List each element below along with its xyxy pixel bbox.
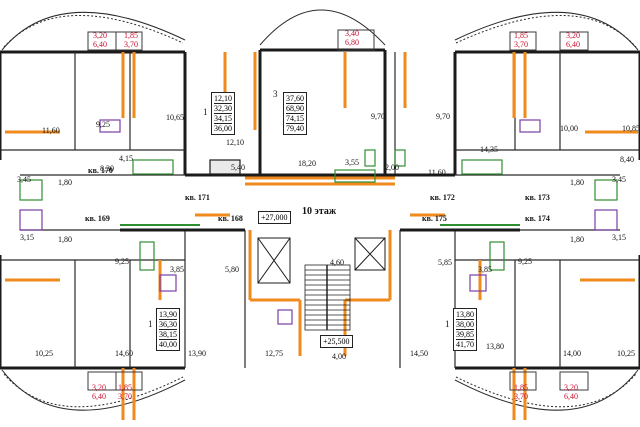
level-mark-lower: +25,500 — [320, 335, 353, 348]
room-area: 11,60 — [42, 126, 60, 135]
apt-label-175: кв. 175 — [422, 214, 447, 223]
room-area: 14,60 — [115, 349, 133, 358]
room-area: 10,25 — [617, 349, 635, 358]
room-area: 10,25 — [35, 349, 53, 358]
apt-label-173: кв. 173 — [525, 193, 550, 202]
apt-label-172: кв. 172 — [430, 193, 455, 202]
orange-partitions — [5, 52, 638, 420]
apt-label-168: кв. 168 — [218, 214, 243, 223]
level-mark-upper: +27,000 — [258, 211, 291, 224]
room-area: 9,70 — [436, 112, 450, 121]
apt-label-171: кв. 171 — [185, 193, 210, 202]
room-area: 4,00 — [332, 352, 346, 361]
room-area: 12,10 — [226, 138, 244, 147]
room-area: 18,20 — [298, 159, 316, 168]
room-area: 1,80 — [58, 178, 72, 187]
room-area: 13,90 — [188, 349, 206, 358]
room-area: 13,80 — [486, 342, 504, 351]
room-area: 10,00 — [560, 124, 578, 133]
room-area: 8,40 — [620, 155, 634, 164]
room-area: 3,45 — [612, 175, 626, 184]
floor-label: 10 этаж — [302, 206, 337, 217]
room-area: 3,15 — [20, 233, 34, 242]
room-area: 9,25 — [518, 257, 532, 266]
room-area: 2,00 — [385, 163, 399, 172]
staircase — [304, 264, 351, 331]
room-area: 14,00 — [563, 349, 581, 358]
apt-label-170: кв. 170 — [88, 166, 113, 175]
apt-label-174: кв. 174 — [525, 214, 550, 223]
room-area: 9,25 — [115, 257, 129, 266]
room-area: 4,60 — [330, 258, 344, 267]
bathroom-fixtures — [19, 119, 618, 325]
lift-shaft-left — [257, 237, 291, 284]
room-area: 1,80 — [570, 235, 584, 244]
balcony-arc-top-middle — [259, 9, 386, 46]
lift-shafts — [257, 237, 386, 284]
room-area: 10,85 — [622, 124, 640, 133]
balcony-slabs — [87, 29, 589, 391]
balcony-arcs — [1, 9, 639, 411]
room-area: 1,80 — [58, 235, 72, 244]
balcony-arc-top-right — [454, 11, 639, 51]
interior-walls — [0, 52, 640, 368]
room-area: 3,85 — [478, 265, 492, 274]
room-area: 9,25 — [96, 120, 110, 129]
room-area: 14,50 — [410, 349, 428, 358]
apt-label-169: кв. 169 — [85, 214, 110, 223]
room-area: 12,75 — [265, 349, 283, 358]
rooms-count-top-left: 1 — [203, 107, 208, 117]
room-area: 9,70 — [371, 112, 385, 121]
room-area: 3,45 — [17, 175, 31, 184]
room-area: 5,40 — [231, 163, 245, 172]
room-area: 1,80 — [570, 178, 584, 187]
room-area: 3,15 — [612, 233, 626, 242]
rooms-count-mid: 3 — [273, 89, 278, 99]
room-area: 5,85 — [438, 258, 452, 267]
lift-shaft-right — [354, 237, 386, 271]
rooms-count-bottom-right: 1 — [445, 319, 450, 329]
balcony-arc-bottom-right — [454, 369, 639, 411]
room-area: 4,15 — [119, 154, 133, 163]
room-area: 5,80 — [225, 265, 239, 274]
room-area: 8,30 — [100, 164, 114, 173]
room-area: 10,65 — [166, 113, 184, 122]
rooms-count-bottom-left: 1 — [148, 319, 153, 329]
room-area: 3,55 — [345, 158, 359, 167]
room-area: 11,60 — [428, 168, 446, 177]
room-area: 14,35 — [480, 145, 498, 154]
room-area: 3,85 — [170, 265, 184, 274]
corridor-walls — [120, 173, 520, 232]
